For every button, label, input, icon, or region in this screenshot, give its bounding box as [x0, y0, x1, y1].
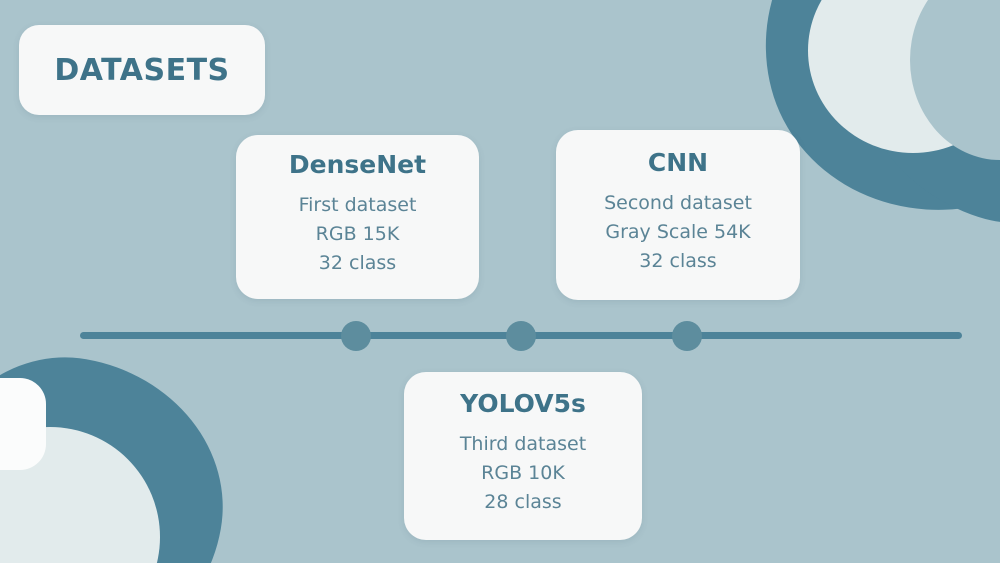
- decorative-circle-top-right: [808, 0, 1000, 153]
- dataset-card-line-order: Second dataset: [604, 191, 752, 214]
- dataset-card-line-classes: 32 class: [639, 250, 717, 273]
- dataset-card-line-classes: 28 class: [484, 491, 562, 514]
- dataset-card-details: Third dataset RGB 10K 28 class: [460, 430, 586, 518]
- title-card: DATASETS: [19, 25, 265, 115]
- dataset-card-densenet[interactable]: DenseNet First dataset RGB 15K 32 class: [236, 135, 479, 299]
- decorative-blob-top-right-2: [824, 0, 1000, 260]
- dataset-card-details: First dataset RGB 15K 32 class: [299, 191, 417, 279]
- dataset-card-line-order: First dataset: [298, 193, 417, 216]
- dataset-card-line-images: RGB 15K: [315, 223, 400, 246]
- dataset-card-line-images: RGB 10K: [481, 462, 565, 485]
- timeline-dot-3[interactable]: [672, 321, 702, 351]
- dataset-card-line-classes: 32 class: [318, 252, 397, 275]
- timeline-dot-1[interactable]: [341, 321, 371, 351]
- dataset-card-yolov5s[interactable]: YOLOV5s Third dataset RGB 10K 28 class: [404, 372, 642, 540]
- decorative-rounded-square-left: [0, 378, 46, 470]
- dataset-card-heading: CNN: [647, 148, 709, 178]
- dataset-card-line-images: Gray Scale 54K: [605, 221, 751, 244]
- decorative-circle-bottom-left: [0, 427, 160, 563]
- dataset-card-details: Second dataset Gray Scale 54K 32 class: [604, 189, 752, 277]
- timeline-dot-2[interactable]: [506, 321, 536, 351]
- page-title: DATASETS: [54, 52, 230, 88]
- dataset-card-line-order: Third dataset: [459, 432, 587, 455]
- decorative-corner-mask-top-right: [910, 0, 1000, 160]
- dataset-card-heading: YOLOV5s: [460, 389, 586, 419]
- dataset-card-heading: DenseNet: [288, 150, 427, 180]
- decorative-blob-bottom-left: [0, 335, 246, 563]
- dataset-card-cnn[interactable]: CNN Second dataset Gray Scale 54K 32 cla…: [556, 130, 800, 300]
